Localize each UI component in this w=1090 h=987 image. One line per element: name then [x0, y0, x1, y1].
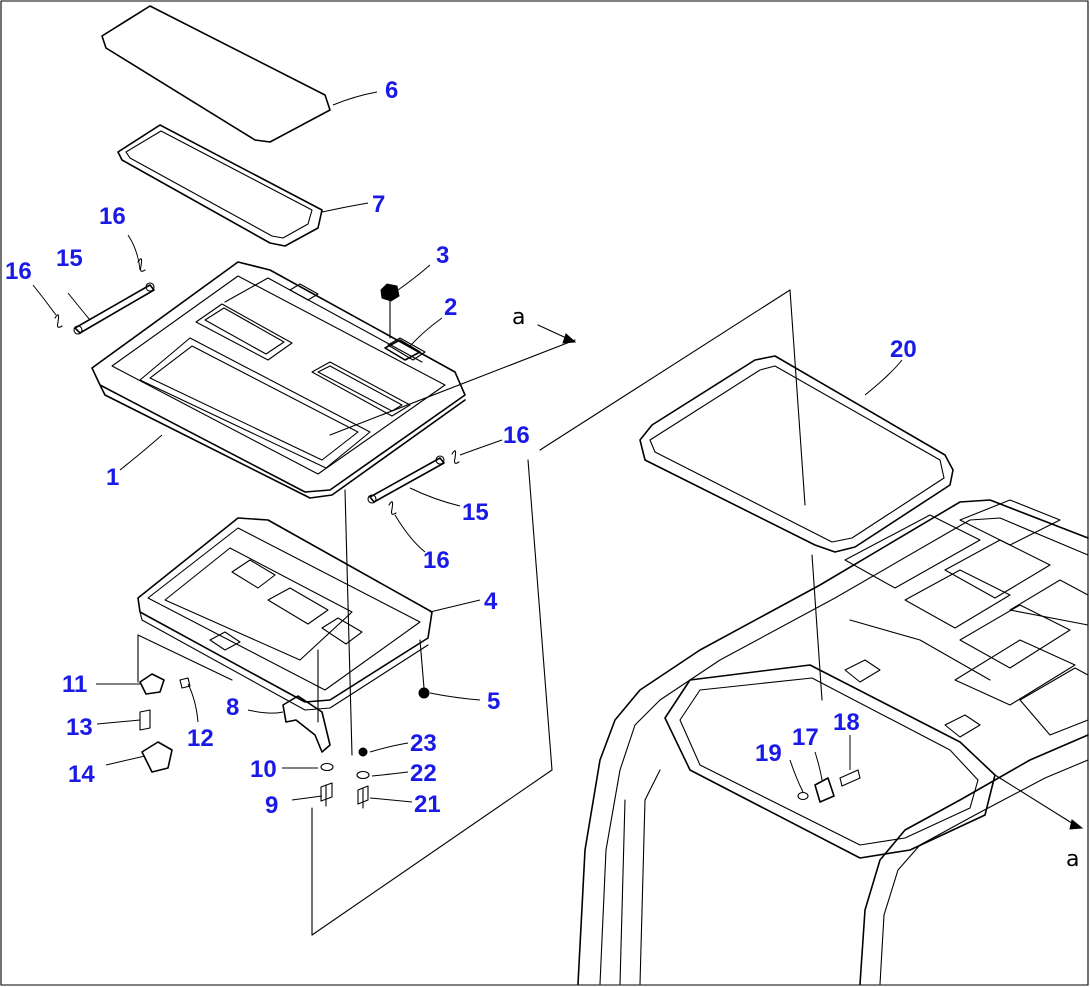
callout-14: 14	[68, 761, 95, 788]
part-7-seal	[117, 124, 323, 247]
part-11-latch	[139, 673, 165, 695]
callout-11: 11	[62, 671, 87, 698]
callout-16-b: 16	[5, 258, 32, 285]
callout-6: 6	[385, 77, 398, 104]
view-arrow-right	[1069, 819, 1084, 830]
leader-lines	[32, 91, 903, 803]
callout-17: 17	[792, 724, 819, 751]
callout-20: 20	[890, 336, 917, 363]
cab-roof	[577, 499, 1089, 985]
part-2-bracket	[384, 339, 421, 361]
part-10-washer	[320, 762, 334, 772]
part-15-strut-right	[367, 455, 445, 504]
callout-18: 18	[833, 709, 860, 736]
part-8-handle	[282, 695, 331, 753]
view-arrow-top	[537, 324, 577, 344]
part-19-washer	[797, 791, 809, 801]
part-5-nut	[418, 687, 430, 699]
assembly-lines	[137, 289, 1076, 936]
part-13-screw	[139, 709, 151, 731]
callout-19: 19	[755, 740, 782, 767]
callout-13: 13	[66, 714, 93, 741]
callout-23: 23	[410, 730, 437, 757]
part-22-washer	[356, 770, 370, 780]
callout-21: 21	[414, 791, 441, 818]
part-17-bracket	[814, 777, 835, 803]
part-3-nut	[380, 283, 400, 339]
callout-4: 4	[484, 588, 498, 615]
part-1-frame	[91, 261, 466, 499]
callout-5: 5	[487, 688, 500, 715]
callout-2: 2	[444, 294, 457, 321]
part-15-strut-left	[73, 282, 155, 335]
callout-10: 10	[250, 756, 277, 783]
callout-3: 3	[436, 242, 449, 269]
callout-12: 12	[187, 725, 214, 752]
view-marker-a-right: a	[1066, 847, 1079, 872]
callout-16-d: 16	[423, 547, 450, 574]
part-21-bolt	[357, 785, 369, 809]
part-9-bolt	[320, 782, 333, 807]
callout-15-a: 15	[56, 245, 83, 272]
callout-9: 9	[265, 792, 278, 819]
part-18-bolt	[839, 769, 861, 787]
callout-22: 22	[410, 760, 437, 787]
part-23-nut	[358, 747, 368, 757]
callout-labels: 6 7 3 2 1 16 15 16 16 15 16 4 5 8 11 12 …	[5, 77, 917, 819]
callout-8: 8	[226, 694, 239, 721]
callout-7: 7	[372, 191, 385, 218]
part-12-pin	[179, 677, 191, 689]
part-20-seal	[639, 355, 954, 553]
callout-16-c: 16	[503, 422, 530, 449]
callout-16-a: 16	[99, 203, 126, 230]
part-14-catch	[141, 741, 173, 773]
view-marker-a-top: a	[512, 305, 525, 330]
callout-1: 1	[106, 464, 119, 491]
callout-15-b: 15	[462, 499, 489, 526]
part-4-inner-frame	[137, 517, 433, 711]
part-16-clips	[54, 258, 460, 515]
part-6-glass	[101, 5, 331, 143]
